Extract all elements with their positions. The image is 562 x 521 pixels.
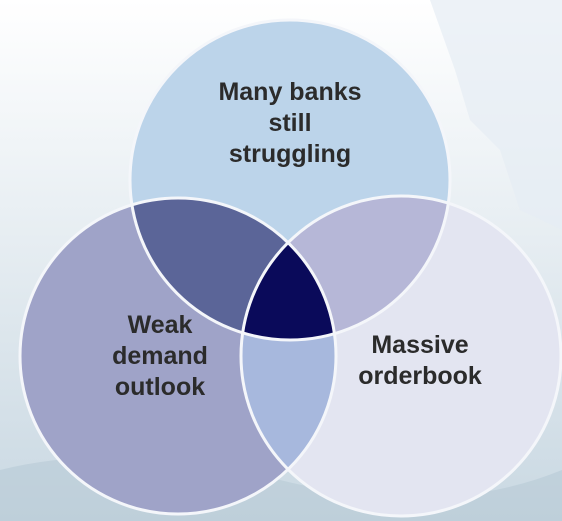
label-left-circle: Weak demand outlook [112,311,208,401]
label-top-circle: Many banks still struggling [218,78,362,168]
overlap-top-right [241,196,450,340]
label-right-circle: Massive orderbook [358,331,482,390]
circle-top-outline [128,18,452,342]
circle-left-outline [18,196,338,516]
overlap-top-left [130,198,336,340]
background-map-shape [430,0,562,230]
circle-right-outline [239,194,562,518]
